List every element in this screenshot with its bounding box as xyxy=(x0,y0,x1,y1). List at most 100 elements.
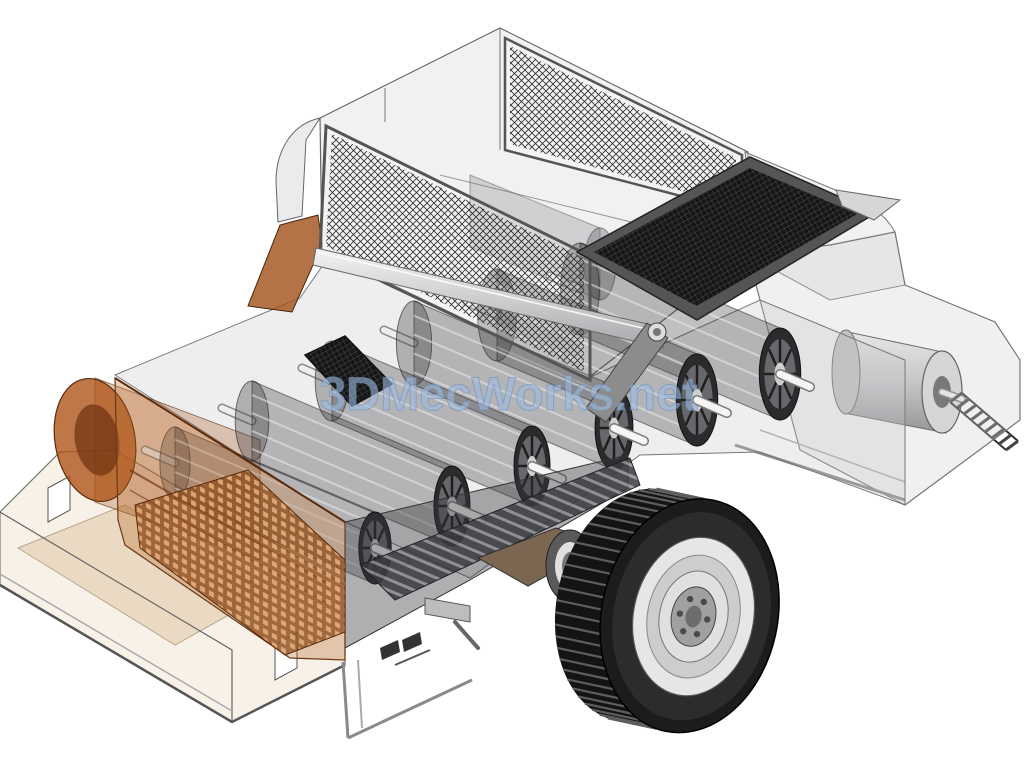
discharge-flap xyxy=(835,189,902,221)
arm-pivot-hole xyxy=(653,328,661,336)
base-box-front-edge xyxy=(0,511,233,722)
right-frame-rail xyxy=(759,429,906,483)
rotor-back-shaft xyxy=(381,327,417,346)
chain-link xyxy=(1005,439,1019,452)
tire-tread-rib xyxy=(591,708,640,721)
rotor-rasp-bar xyxy=(579,278,781,366)
concave-slat-screen xyxy=(359,457,641,601)
tire-tread-rib xyxy=(607,717,657,730)
cross-beam-highlight xyxy=(316,251,665,334)
top-grate-screen xyxy=(594,168,857,306)
chain-link xyxy=(963,403,977,416)
tire-tread-rib xyxy=(558,586,604,599)
tire-tread-rib xyxy=(599,713,648,726)
lug-bolt xyxy=(680,628,687,635)
tire-tread-rib xyxy=(584,702,633,715)
orange-cylinder-hub xyxy=(74,404,120,476)
base-box-bottom-rail-edge xyxy=(0,573,233,712)
rotor xyxy=(217,380,487,547)
tire-tread-rib xyxy=(572,687,620,700)
stand-leg xyxy=(357,659,363,729)
back-mesh-screen xyxy=(510,46,736,206)
chain-link xyxy=(991,427,1005,440)
rotor-shaft xyxy=(693,396,731,417)
rotor-shaft xyxy=(528,462,566,483)
tire-tread-rib xyxy=(565,563,611,575)
lug-bolt xyxy=(704,616,711,623)
wheel-center-cap xyxy=(685,605,702,628)
cross-beam xyxy=(312,247,666,349)
tire-tread-rib xyxy=(561,574,607,587)
stand-pipe xyxy=(453,620,480,650)
rotor-rasp-bar xyxy=(331,408,533,495)
base-box-bottom-rail xyxy=(0,583,346,724)
rotor-rasp-bar xyxy=(331,390,533,477)
orange-box-top-edge xyxy=(114,377,346,523)
tire-tread xyxy=(554,487,706,730)
vent-grille xyxy=(303,335,394,407)
left-fender xyxy=(275,117,322,223)
base-box-window xyxy=(47,475,71,523)
rotor-rasp-bar xyxy=(413,314,615,402)
chain-link xyxy=(956,397,970,410)
tire-tread-rib xyxy=(620,495,669,508)
tire-tread-rib xyxy=(603,506,651,519)
tire-tread-rib xyxy=(556,598,602,611)
tire-tread-rib xyxy=(595,514,643,526)
chain-link xyxy=(970,409,984,422)
right-drum-back-end xyxy=(831,329,861,415)
tire-tread-rib xyxy=(555,611,601,623)
stand-block xyxy=(424,597,471,623)
rotor-rasp-bar xyxy=(251,412,453,499)
orange-perforated-screen xyxy=(134,469,346,656)
rotor-back-shaft xyxy=(219,405,255,424)
rotor-rasp-bar xyxy=(413,371,615,459)
tire-tread-rib xyxy=(562,668,610,681)
tire-tread-rib xyxy=(557,646,604,659)
rotor-rasp-bar xyxy=(413,333,615,421)
chain-conveyor xyxy=(949,391,1019,452)
lug-bolt xyxy=(693,630,701,638)
lug-bolt xyxy=(686,595,694,603)
lug-bolt xyxy=(700,598,707,606)
stand-foot xyxy=(347,678,473,740)
rotor-rasp-bar xyxy=(251,448,453,535)
watermark-text: 3DMecWorks.net xyxy=(320,367,698,420)
tire-tread-rib xyxy=(559,657,606,670)
stand-leg xyxy=(341,661,350,739)
chain-link xyxy=(949,391,963,404)
tire-tread-rib xyxy=(567,678,615,691)
tire-tread-rib xyxy=(569,551,616,564)
wheel xyxy=(554,487,780,734)
tire-tread-rib xyxy=(554,623,601,636)
rotor-rasp-bar xyxy=(579,299,781,387)
rotor-shaft xyxy=(776,370,814,391)
tire-tread-rib xyxy=(629,491,678,504)
right-housing xyxy=(747,231,1021,506)
tire-tread-rib xyxy=(581,531,628,544)
chain-link xyxy=(984,421,998,434)
rotor-rasp-bar xyxy=(251,430,453,517)
tire-tread-rib xyxy=(656,487,706,501)
tire-tread-rib xyxy=(555,635,602,648)
tire-tread-rib xyxy=(575,541,622,554)
tire-tread-rib xyxy=(612,500,660,513)
rotor-rasp-bar xyxy=(413,352,615,440)
rotor-shaft xyxy=(448,502,486,523)
rotor-rasp-bar xyxy=(174,438,376,526)
right-drum-shaft xyxy=(939,389,965,402)
tire-tread-rib xyxy=(647,487,696,501)
tire-tread-rib xyxy=(588,522,635,535)
tire-tread-rib xyxy=(638,489,687,502)
rotor-shaft xyxy=(610,424,648,445)
brown-support-column xyxy=(247,214,323,313)
lug-bolts xyxy=(676,595,711,638)
rotor-rasp-bar xyxy=(496,346,698,434)
stand-bracket xyxy=(402,632,422,652)
chain-link xyxy=(998,433,1012,446)
lug-bolt xyxy=(676,610,684,617)
rotor-rasp-bar xyxy=(251,394,453,481)
right-frame-rail xyxy=(734,443,906,502)
stand-brace xyxy=(394,649,431,666)
